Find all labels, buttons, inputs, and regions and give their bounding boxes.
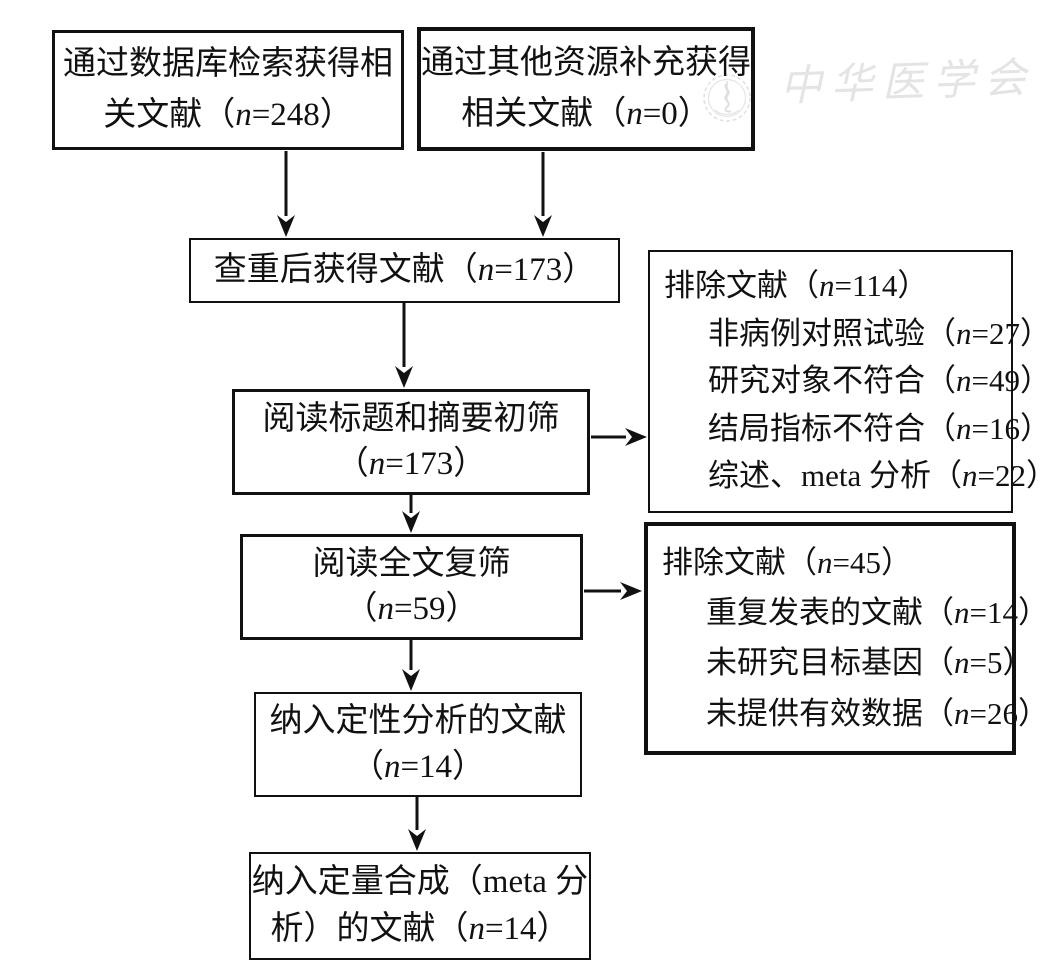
arrow-othersources-to-dedup: [534, 152, 552, 237]
box-line: 排除文献（n=114）: [664, 267, 929, 303]
box-line: （n=14）: [350, 749, 486, 786]
box-line: 重复发表的文献（n=14）: [706, 594, 1043, 630]
box-quantitative-included: 纳入定量合成（meta 分 析）的文献（n=14）: [249, 852, 591, 960]
box-line: 关文献（n=248）: [103, 96, 353, 133]
box-qualitative-included: 纳入定性分析的文献 （n=14）: [254, 692, 582, 797]
box-line: （n=173）: [335, 446, 487, 483]
box-line: 结局指标不符合（n=16）: [708, 410, 1043, 446]
box-line: （n=59）: [344, 591, 479, 628]
box-line: 综述、meta 分析（n=22）: [708, 458, 1043, 494]
box-line: 通过数据库检索获得相: [63, 46, 393, 83]
box-database-search: 通过数据库检索获得相 关文献（n=248）: [52, 30, 404, 150]
box-full-text-screen: 阅读全文复筛 （n=59）: [240, 534, 583, 640]
arrow-dedup-to-titlescreen: [395, 303, 413, 388]
arrow-titlescreen-to-fulltext: [402, 495, 420, 533]
box-line: 未研究目标基因（n=5）: [706, 645, 1034, 681]
box-line: 未提供有效数据（n=26）: [706, 695, 1043, 731]
box-line: 阅读标题和摘要初筛: [262, 400, 560, 437]
arrow-fulltext-to-excluded2: [584, 582, 642, 600]
cma-seal-icon: [703, 74, 751, 122]
box-line: 阅读全文复筛: [312, 545, 511, 582]
box-line: 通过其他资源补充获得: [421, 45, 751, 82]
box-line: 查重后获得文献（n=173）: [213, 252, 596, 289]
box-line: 非病例对照试验（n=27）: [708, 315, 1043, 351]
box-title-abstract-screen: 阅读标题和摘要初筛 （n=173）: [232, 389, 590, 495]
arrow-titlescreen-to-excluded1: [591, 428, 647, 446]
box-excluded-initial: 排除文献（n=114） 非病例对照试验（n=27） 研究对象不符合（n=49） …: [648, 250, 1043, 513]
box-line: 研究对象不符合（n=49）: [708, 363, 1043, 399]
arrow-fulltext-to-qualitative: [402, 640, 420, 691]
box-other-sources: 通过其他资源补充获得 相关文献（n=0）: [417, 27, 755, 151]
box-line: 纳入定量合成（meta 分: [251, 864, 589, 901]
arrow-database-to-dedup: [277, 151, 295, 237]
box-after-dedup: 查重后获得文献（n=173）: [189, 238, 620, 303]
box-line: 相关文献（n=0）: [461, 96, 711, 133]
box-line: 析）的文献（n=14）: [270, 911, 570, 948]
box-excluded-fulltext: 排除文献（n=45） 重复发表的文献（n=14） 未研究目标基因（n=5） 未提…: [644, 522, 1043, 755]
box-line: 纳入定性分析的文献: [269, 703, 567, 740]
arrow-qualitative-to-quantitative: [408, 797, 426, 851]
box-line: 排除文献（n=45）: [662, 544, 912, 580]
